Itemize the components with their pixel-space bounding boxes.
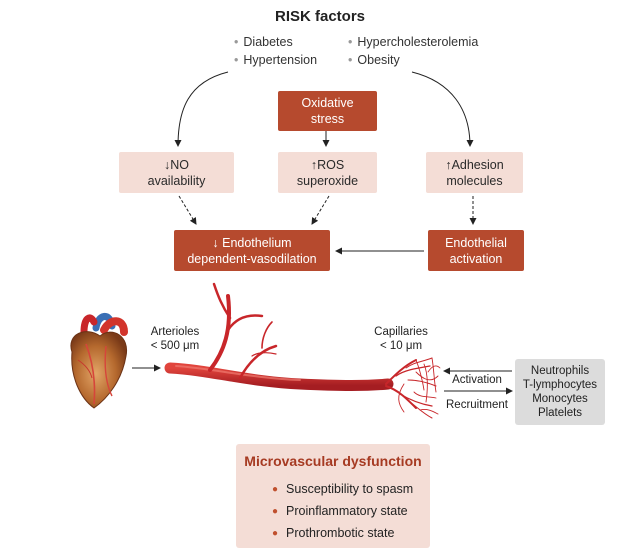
- capillaries-label: Capillaries< 10 μm: [374, 326, 428, 352]
- risk-left-arrow: [174, 71, 229, 147]
- heart-illustration: [70, 313, 128, 409]
- cell-type-item: Neutrophils: [530, 365, 590, 377]
- cell-type-item: T-lymphocytes: [522, 379, 598, 391]
- risk-factor-item: •Hypercholesterolemia: [348, 35, 479, 49]
- no-to-endothelium-arrow: [178, 195, 197, 225]
- microvascular-dysfunction-box: Microvascular dysfunction ●Susceptibilit…: [236, 444, 430, 548]
- dysfunction-item: ●Proinflammatory state: [272, 504, 408, 518]
- up-arrow-icon: ↑: [445, 157, 452, 172]
- diagram-title: RISK factors: [274, 8, 366, 25]
- risk-factor-item: •Obesity: [348, 53, 400, 67]
- ros-to-endothelium-arrow: [311, 195, 330, 225]
- cell-type-item: Monocytes: [532, 393, 588, 405]
- arterioles-label: Arterioles< 500 μm: [150, 326, 200, 352]
- immune-cells-box: Neutrophils T-lymphocytes Monocytes Plat…: [515, 359, 605, 425]
- dysfunction-title: Microvascular dysfunction: [244, 453, 422, 469]
- dysfunction-item: ●Susceptibility to spasm: [272, 482, 414, 496]
- risk-right-arrow: [411, 71, 474, 147]
- activation-label: Activation: [452, 374, 502, 386]
- risk-factor-item: •Diabetes: [234, 35, 293, 49]
- risk-factor-item: •Hypertension: [234, 53, 318, 67]
- down-arrow-icon: ↓: [212, 235, 219, 250]
- arteriole-branch-illustration: [164, 282, 394, 391]
- up-arrow-icon: ↑: [310, 157, 318, 172]
- cell-type-item: Platelets: [537, 407, 583, 419]
- capillary-network-illustration: [385, 357, 441, 419]
- dysfunction-item: ●Prothrombotic state: [272, 526, 395, 540]
- recruitment-label: Recruitment: [446, 399, 508, 411]
- down-arrow-icon: ↓: [163, 157, 171, 172]
